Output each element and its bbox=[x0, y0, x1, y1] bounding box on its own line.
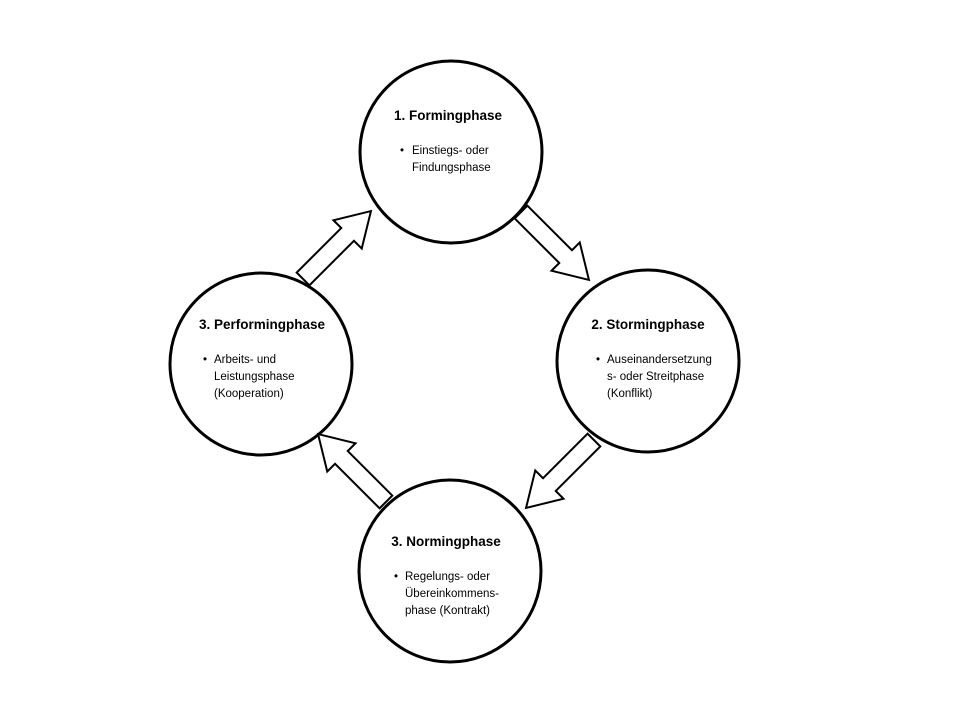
phase-forming: 1. Formingphase • Einstiegs- oder Findun… bbox=[358, 59, 544, 245]
phase-norming-bullet: • bbox=[394, 571, 398, 583]
phase-performing: 3. Performingphase • Arbeits- und Leistu… bbox=[168, 271, 354, 457]
phase-norming-circle bbox=[357, 478, 543, 664]
phase-forming-title: 1. Formingphase bbox=[394, 108, 503, 123]
phase-storming-line-1: Auseinandersetzung bbox=[607, 354, 712, 366]
phase-storming-title: 2. Stormingphase bbox=[591, 317, 705, 332]
phase-performing-line-3: (Kooperation) bbox=[214, 388, 284, 400]
arrow-norming-to-performing bbox=[316, 432, 394, 510]
arrow-storming-to-norming bbox=[524, 432, 602, 510]
phase-norming-line-3: phase (Kontrakt) bbox=[405, 605, 490, 617]
phase-storming-line-2: s- oder Streitphase bbox=[607, 371, 704, 383]
phase-performing-bullet: • bbox=[203, 354, 207, 366]
phase-storming: 2. Stormingphase • Auseinandersetzung s-… bbox=[555, 268, 741, 454]
phase-performing-circle bbox=[168, 271, 354, 457]
phase-performing-title: 3. Performingphase bbox=[199, 317, 326, 332]
phase-norming-title: 3. Normingphase bbox=[391, 534, 501, 549]
phase-forming-line-2: Findungsphase bbox=[412, 162, 491, 174]
phase-forming-circle bbox=[358, 59, 544, 245]
arrow-performing-to-forming bbox=[295, 209, 373, 287]
phase-norming-line-2: Übereinkommens- bbox=[405, 588, 499, 600]
phase-storming-bullet: • bbox=[596, 354, 600, 366]
arrow-forming-to-storming bbox=[513, 204, 591, 282]
phase-norming: 3. Normingphase • Regelungs- oder Überei… bbox=[357, 478, 543, 664]
phase-norming-line-1: Regelungs- oder bbox=[405, 571, 490, 583]
phase-forming-bullet: • bbox=[400, 145, 404, 157]
phase-forming-line-1: Einstiegs- oder bbox=[412, 145, 489, 157]
phase-performing-line-1: Arbeits- und bbox=[214, 354, 276, 366]
phase-storming-circle bbox=[555, 268, 741, 454]
phase-storming-line-3: (Konflikt) bbox=[607, 388, 653, 400]
phase-performing-line-2: Leistungsphase bbox=[214, 371, 295, 383]
